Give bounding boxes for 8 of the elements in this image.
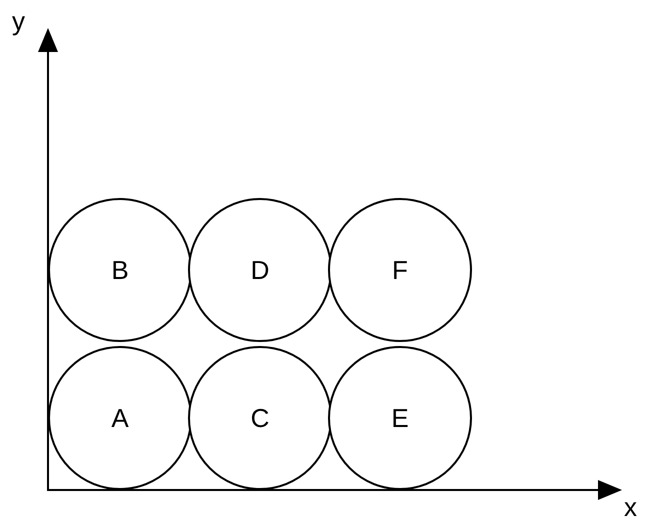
circle: E [328, 346, 472, 490]
axis-label: x [624, 494, 637, 520]
circle: B [48, 198, 192, 342]
circle: F [328, 198, 472, 342]
circle: A [48, 346, 192, 490]
circle: D [188, 198, 332, 342]
circle: C [188, 346, 332, 490]
axis-label: y [12, 8, 25, 34]
